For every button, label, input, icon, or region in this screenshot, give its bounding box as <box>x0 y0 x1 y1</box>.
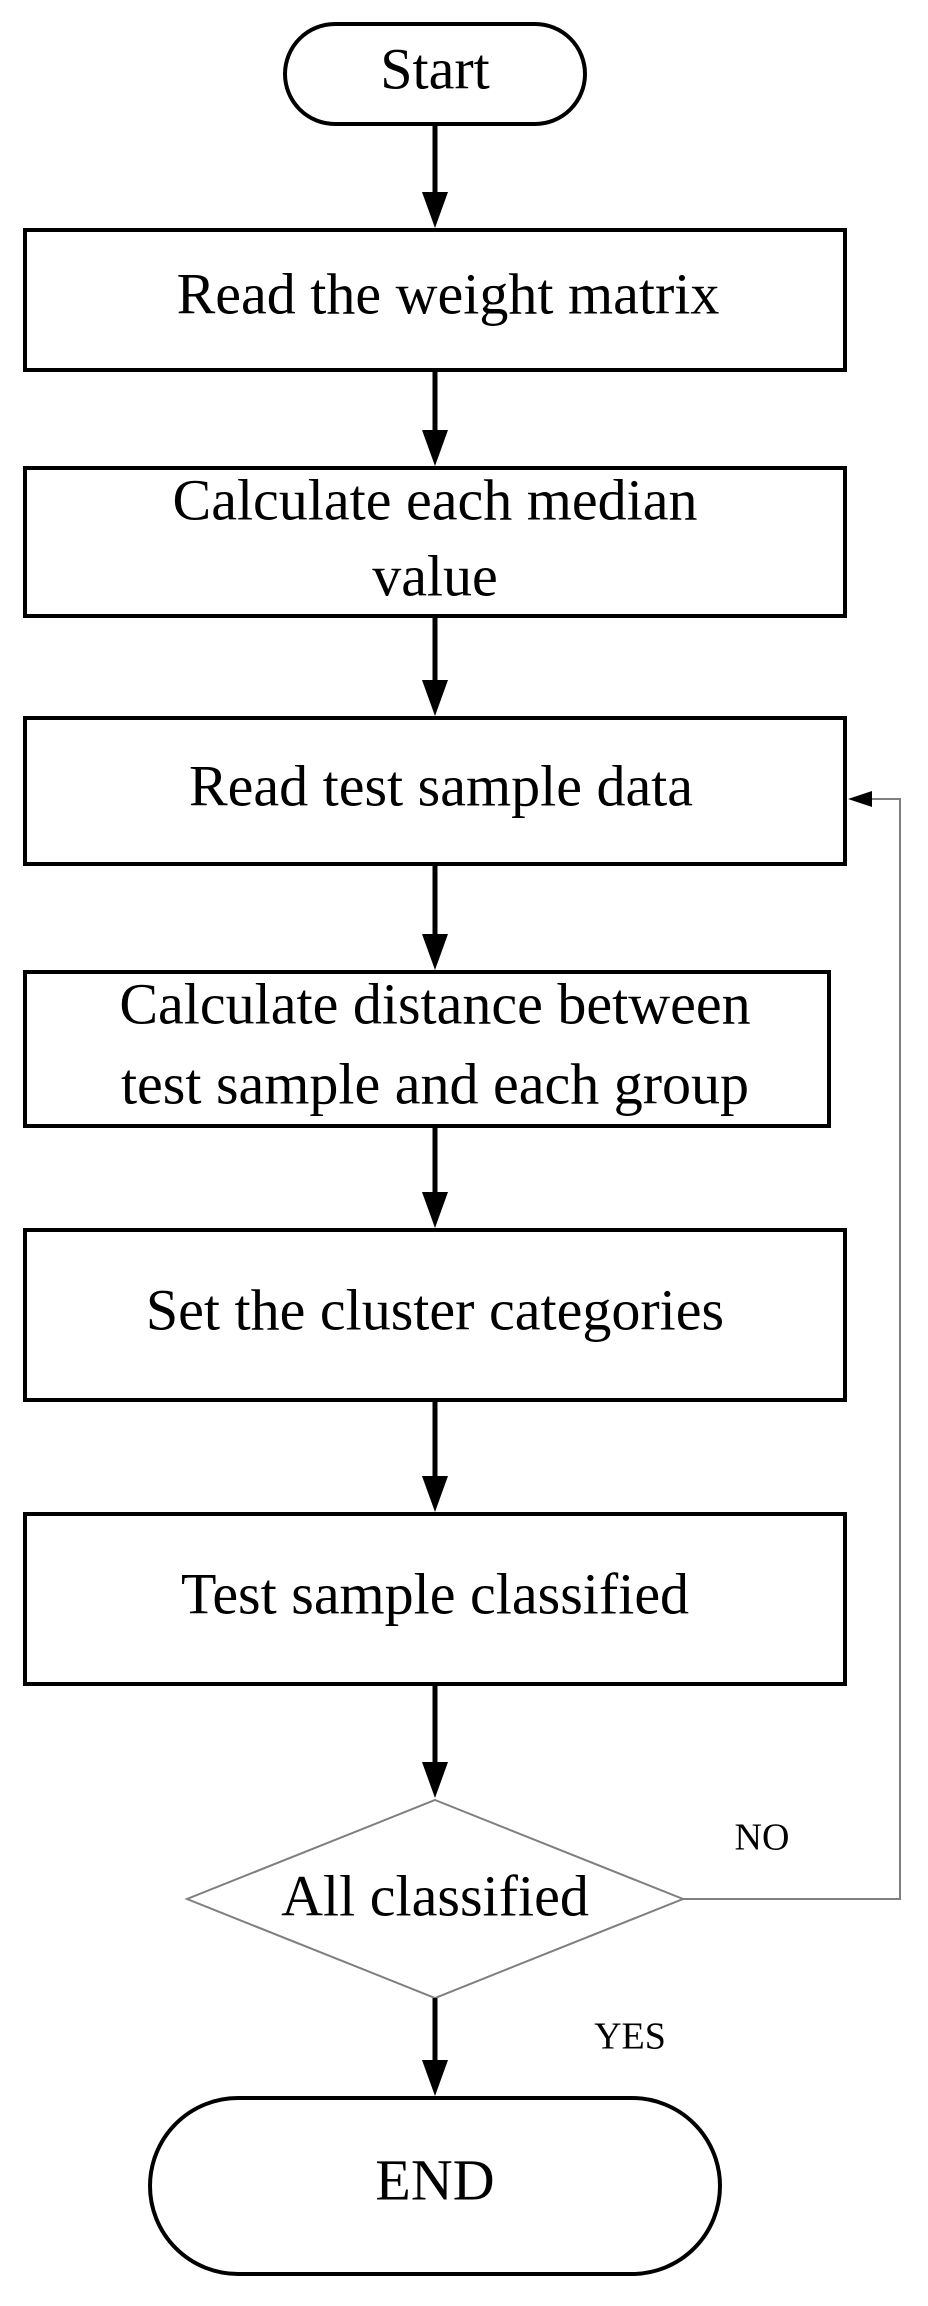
start-label: Start <box>380 36 490 101</box>
arrow-read-weight-to-calc-median <box>422 370 448 466</box>
read-weight-node: Read the weight matrix <box>23 228 847 372</box>
arrow-no-loop <box>683 791 901 1900</box>
arrow-read-test-to-calc-distance <box>422 864 448 970</box>
arrow-calc-distance-to-set-cluster <box>422 1126 448 1228</box>
yes-label: YES <box>594 2016 666 2058</box>
calc-distance-label-line2: test sample and each group <box>121 1051 749 1116</box>
arrow-set-cluster-to-test-classified <box>422 1400 448 1512</box>
arrow-decision-to-end <box>422 1998 448 2096</box>
read-test-label: Read test sample data <box>189 753 693 818</box>
calc-median-node: Calculate each median value <box>23 466 847 618</box>
start-node: Start <box>283 22 587 126</box>
arrow-calc-median-to-read-test <box>422 616 448 716</box>
arrow-start-to-read-weight <box>422 124 448 228</box>
no-label: NO <box>735 1817 790 1859</box>
calc-median-label-line1: Calculate each median <box>173 467 698 532</box>
end-label: END <box>375 2147 494 2212</box>
read-weight-label: Read the weight matrix <box>177 261 720 326</box>
decision-node: All classified <box>184 1798 686 2000</box>
end-node: END <box>148 2096 722 2276</box>
read-test-node: Read test sample data <box>23 716 847 866</box>
decision-label: All classified <box>281 1863 589 1928</box>
calc-distance-label-line1: Calculate distance between <box>119 971 750 1036</box>
test-classified-node: Test sample classified <box>23 1512 847 1686</box>
set-cluster-label: Set the cluster categories <box>146 1277 724 1342</box>
arrow-test-classified-to-decision <box>422 1684 448 1798</box>
calc-median-label-line2: value <box>372 543 498 608</box>
test-classified-label: Test sample classified <box>181 1561 689 1626</box>
calc-distance-node: Calculate distance between test sample a… <box>23 970 831 1128</box>
set-cluster-node: Set the cluster categories <box>23 1228 847 1402</box>
